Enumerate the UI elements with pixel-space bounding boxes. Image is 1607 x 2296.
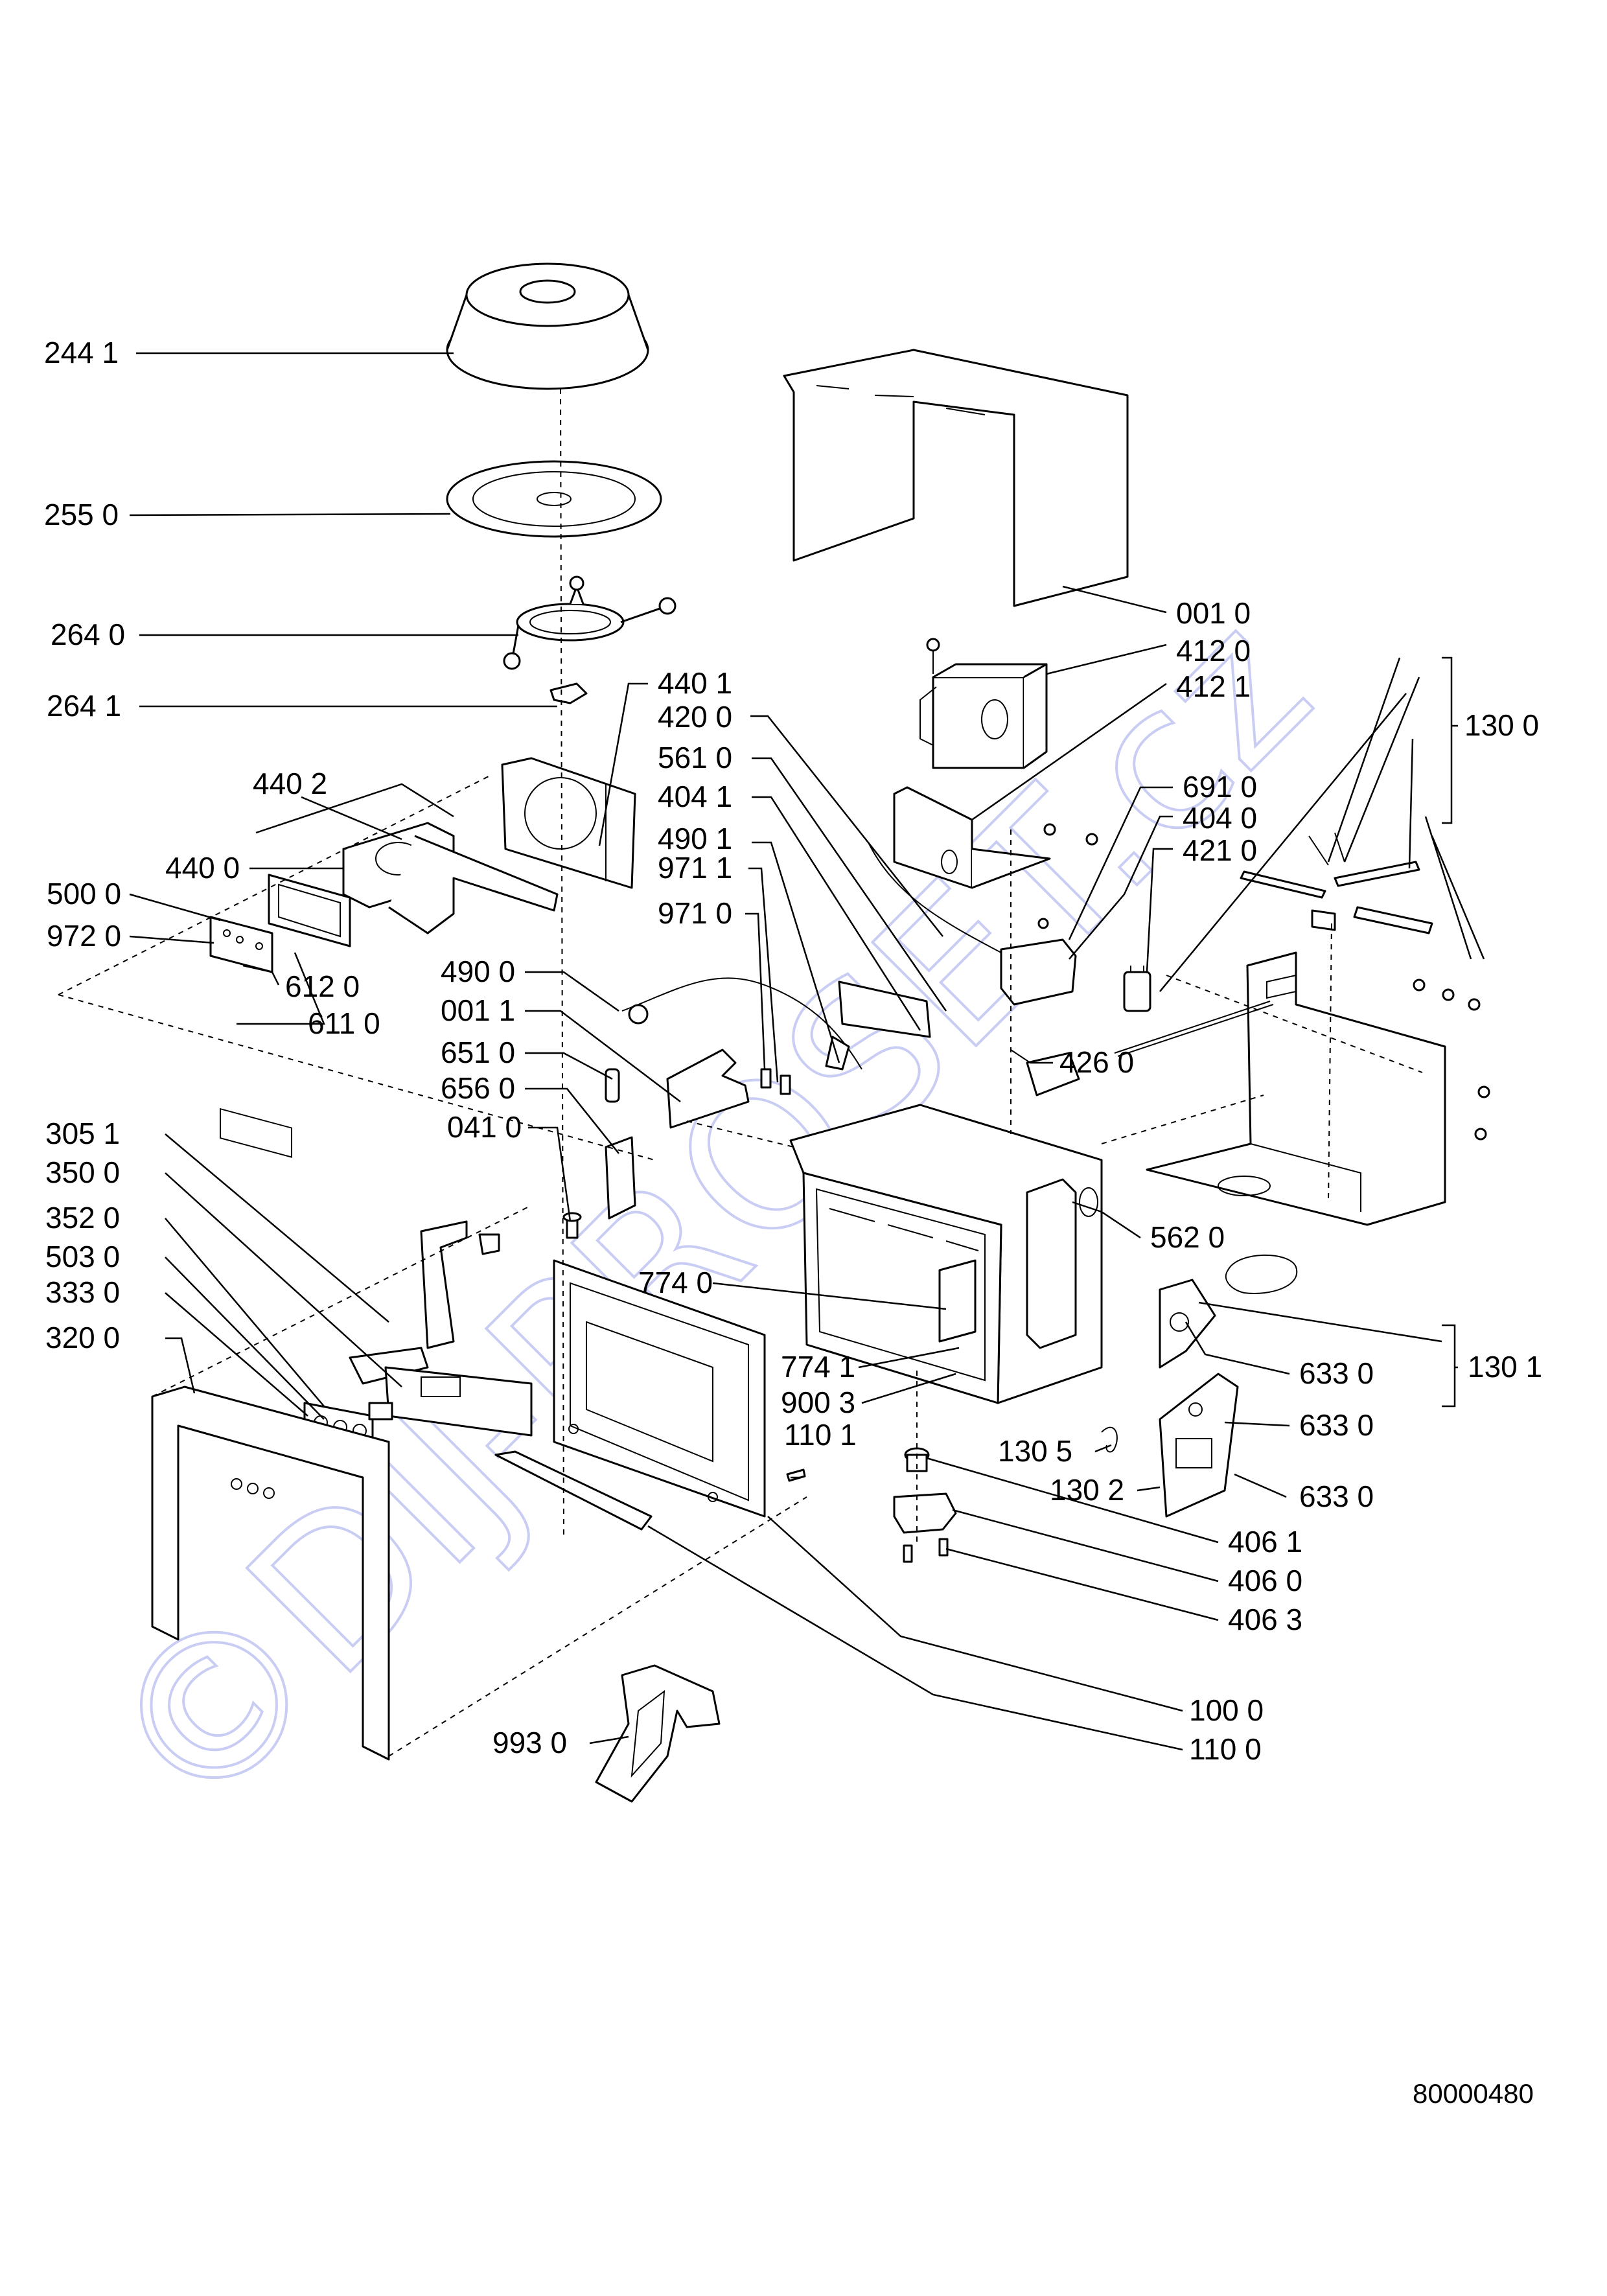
label-2550: 255 0 <box>44 498 119 531</box>
label-6330-c: 633 0 <box>1299 1479 1374 1513</box>
label-6330-a: 633 0 <box>1299 1356 1374 1390</box>
label-4063: 406 3 <box>1228 1603 1302 1636</box>
label-3330: 333 0 <box>45 1275 120 1309</box>
label-4041: 404 1 <box>658 780 732 813</box>
label-4120: 412 0 <box>1176 634 1251 667</box>
label-0410: 041 0 <box>447 1110 522 1144</box>
part-screw-0410 <box>562 1212 582 1239</box>
part-strips <box>1240 832 1433 934</box>
label-1305: 130 5 <box>998 1434 1072 1468</box>
part-roller-support <box>503 575 676 670</box>
part-cover-dome <box>446 262 649 390</box>
label-0011: 001 1 <box>441 993 515 1027</box>
part-door <box>553 1259 766 1518</box>
part-stirrer-motor <box>342 822 559 934</box>
label-2641: 264 1 <box>47 689 121 723</box>
part-fuse-holder <box>605 1136 636 1220</box>
part-transformer <box>919 638 1048 769</box>
part-interference-filter <box>1123 966 1151 1012</box>
label-5620: 562 0 <box>1150 1220 1225 1254</box>
part-wire-1305 <box>1101 1426 1118 1453</box>
part-cavity-reflector <box>938 1259 977 1343</box>
part-switches <box>760 1036 850 1095</box>
label-9710: 971 0 <box>658 896 732 930</box>
label-3051: 305 1 <box>45 1117 120 1150</box>
label-4121: 412 1 <box>1176 669 1251 703</box>
label-6110: 611 0 <box>308 1006 380 1040</box>
label-6910: 691 0 <box>1183 770 1257 804</box>
label-5610: 561 0 <box>658 741 732 774</box>
label-1302: 130 2 <box>1050 1473 1124 1507</box>
part-waveguide-cover <box>501 757 636 889</box>
label-4060: 406 0 <box>1228 1564 1302 1597</box>
leader-lines <box>129 352 1485 1751</box>
part-turntable-motor <box>893 1447 957 1563</box>
label-5030: 503 0 <box>45 1240 120 1273</box>
label-6120: 612 0 <box>285 969 360 1003</box>
part-stand <box>595 1664 721 1803</box>
label-4901: 490 1 <box>658 822 732 855</box>
label-6330-b: 633 0 <box>1299 1408 1374 1442</box>
label-4400: 440 0 <box>165 851 240 885</box>
label-1301: 130 1 <box>1468 1350 1542 1384</box>
label-1000: 100 0 <box>1189 1693 1264 1727</box>
part-power-cable <box>621 977 862 1070</box>
part-stirrer-gasket <box>1225 1254 1298 1294</box>
label-0010: 001 0 <box>1176 596 1251 630</box>
label-1101: 110 1 <box>784 1418 857 1452</box>
label-2640: 264 0 <box>51 618 125 651</box>
callout-labels: 244 1 255 0 264 0 264 1 440 2 440 0 500 … <box>44 336 1542 1766</box>
part-control-board <box>209 916 273 973</box>
label-4401: 440 1 <box>658 666 732 700</box>
label-3500: 350 0 <box>45 1155 120 1189</box>
part-side-housing <box>1114 951 1446 1226</box>
label-2441: 244 1 <box>44 336 119 369</box>
part-switch-bracket-2 <box>1159 1373 1239 1518</box>
part-keypad <box>384 1366 533 1437</box>
part-door-handle <box>494 1450 653 1531</box>
part-outer-casing <box>783 349 1129 607</box>
part-side-screws <box>1413 979 1490 1141</box>
label-6560: 656 0 <box>441 1071 515 1105</box>
part-turntable-plate <box>446 460 662 538</box>
part-control-frame <box>268 874 351 947</box>
label-9003: 900 3 <box>781 1386 855 1419</box>
label-4210: 421 0 <box>1183 833 1257 867</box>
label-9930: 993 0 <box>492 1726 567 1759</box>
part-screw-1101 <box>786 1468 806 1482</box>
part-bracket-0011 <box>666 1049 750 1129</box>
label-4200: 420 0 <box>658 700 732 734</box>
part-fuse <box>605 1068 620 1103</box>
part-oven-cavity <box>789 1104 1103 1404</box>
document-number: 80000480 <box>1413 2078 1534 2109</box>
label-4260: 426 0 <box>1059 1045 1134 1079</box>
label-3200: 320 0 <box>45 1321 120 1354</box>
part-transformer-bracket <box>893 786 1098 889</box>
label-7741: 774 1 <box>781 1350 855 1384</box>
label-1100: 110 0 <box>1189 1732 1262 1766</box>
label-1300: 130 0 <box>1464 708 1539 742</box>
part-coupler <box>549 682 588 704</box>
label-9720: 972 0 <box>47 919 121 953</box>
part-high-voltage-capacitor <box>868 842 1077 1006</box>
label-4900: 490 0 <box>441 955 515 988</box>
label-3520: 352 0 <box>45 1201 120 1235</box>
label-4402: 440 2 <box>253 767 327 800</box>
label-6510: 651 0 <box>441 1036 515 1069</box>
label-4061: 406 1 <box>1228 1525 1302 1559</box>
assembly-guides <box>58 388 1423 1757</box>
part-front-frame <box>151 1107 390 1761</box>
label-7740: 774 0 <box>638 1266 713 1299</box>
label-5000: 500 0 <box>47 877 121 910</box>
label-4040: 404 0 <box>1183 801 1257 835</box>
label-9711: 971 1 <box>658 851 732 885</box>
